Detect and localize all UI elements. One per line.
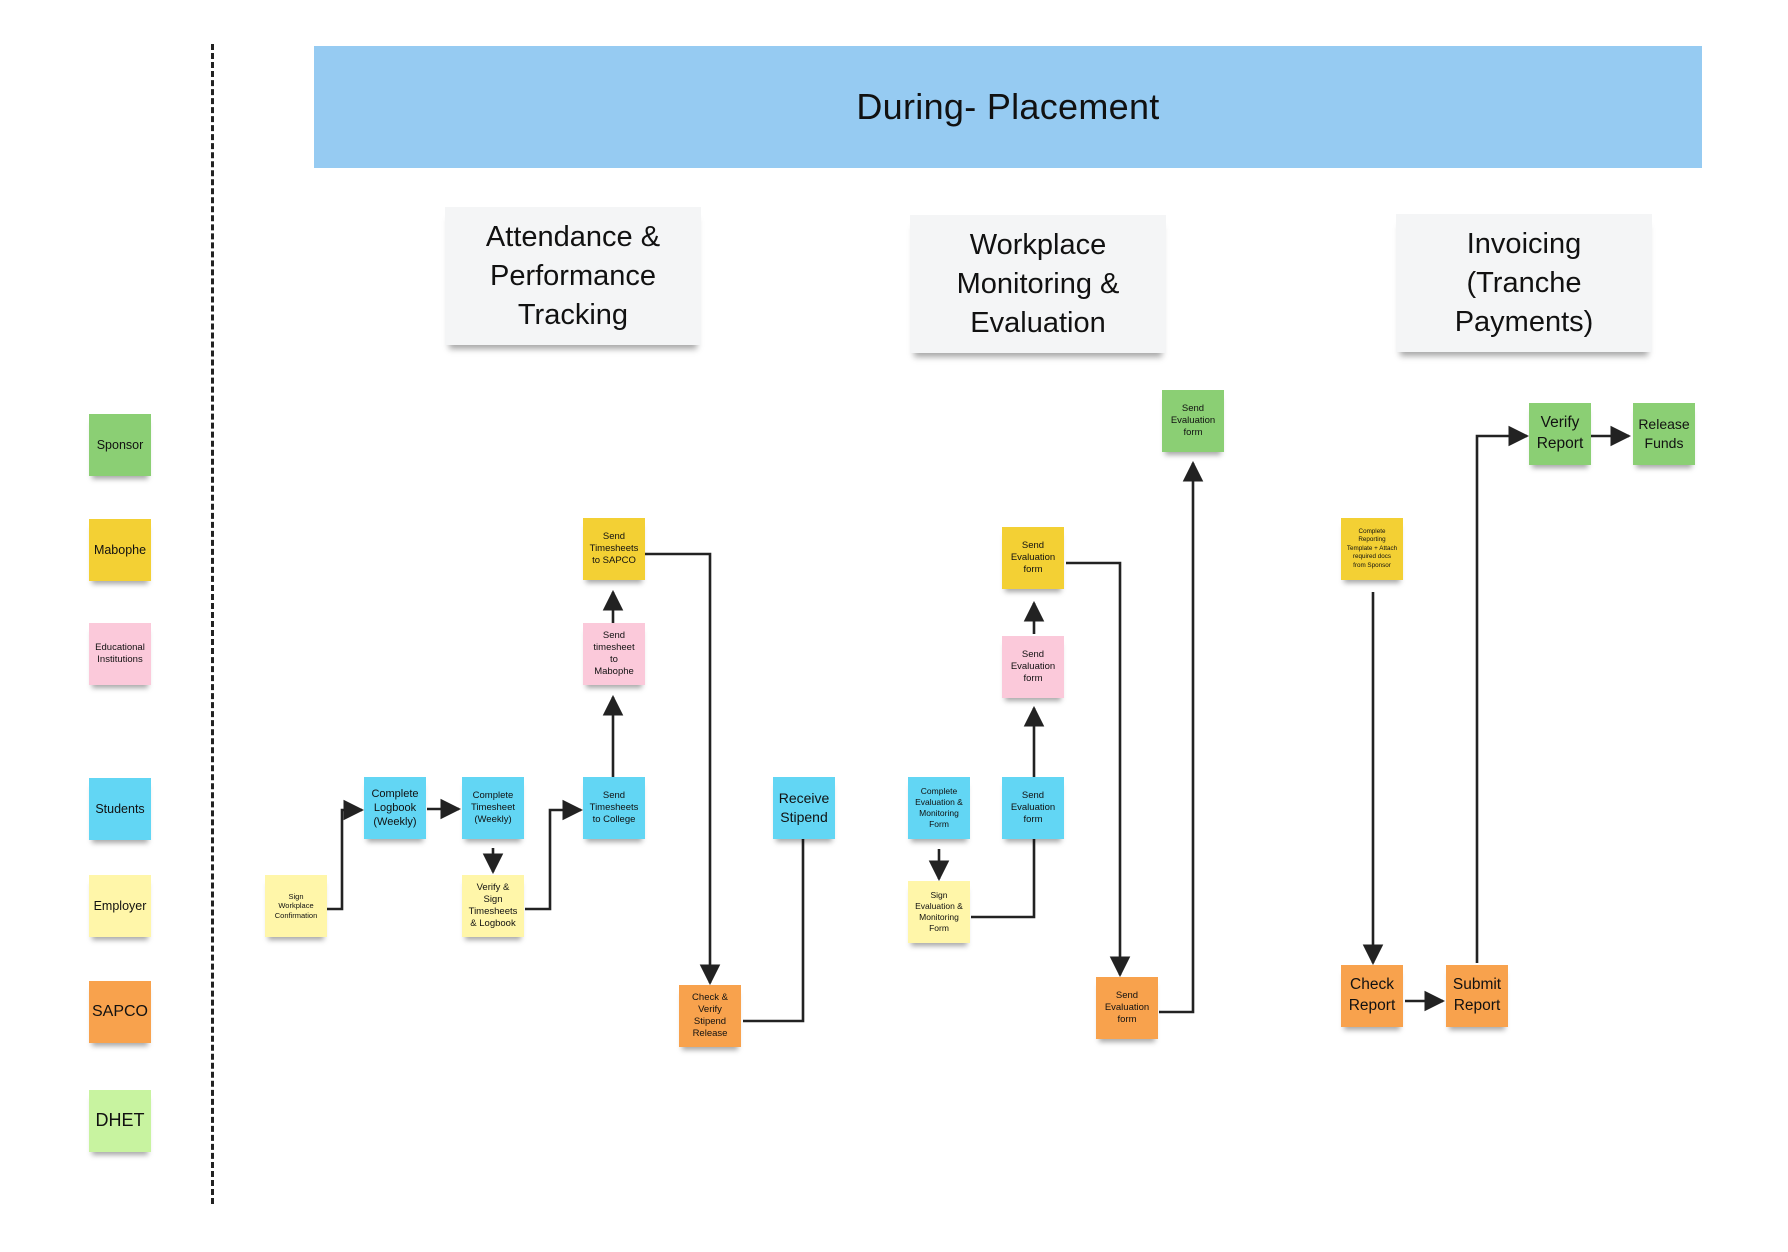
note-verify-report: Verify Report [1529,403,1591,465]
note-complete-evaluation-form: Complete Evaluation & Monitoring Form [908,777,970,839]
note-complete-reporting-template: Complete Reporting Template + Attach req… [1341,518,1403,580]
section-workplace-monitoring: Workplace Monitoring & Evaluation [910,215,1166,353]
note-receive-stipend: Receive Stipend [773,777,835,839]
note-send-evaluation-mabophe: Send Evaluation form [1002,527,1064,589]
note-check-report: Check Report [1341,965,1403,1027]
note-verify-sign-timesheets: Verify & Sign Timesheets & Logbook [462,875,524,937]
note-check-verify-stipend: Check & Verify Stipend Release [679,985,741,1047]
phase-banner: During- Placement [314,46,1702,168]
note-release-funds: Release Funds [1633,403,1695,465]
note-sign-evaluation-form: Sign Evaluation & Monitoring Form [908,881,970,943]
section-attendance-tracking: Attendance & Performance Tracking [445,207,701,345]
arrow-verify-to-college [525,799,584,911]
legend-educational-institutions: Educational Institutions [89,623,151,685]
note-send-evaluation-edu: Send Evaluation form [1002,636,1064,698]
note-sign-workplace-confirmation: Sign Workplace Confirmation [265,875,327,937]
arrow-sapco-to-sponsor [1159,460,1204,1014]
arrow-mabophe-to-sapco-eval [1066,561,1131,978]
legend-sponsor: Sponsor [89,414,151,476]
arrow-check-to-receive [743,814,814,1023]
note-complete-timesheet: Complete Timesheet (Weekly) [462,777,524,839]
section-invoicing: Invoicing (Tranche Payments) [1396,214,1652,352]
legend-dhet: DHET [89,1090,151,1152]
note-send-timesheets-sapco: Send Timesheets to SAPCO [583,518,645,580]
note-send-timesheets-college: Send Timesheets to College [583,777,645,839]
legend-sapco: SAPCO [89,981,151,1043]
note-submit-report: Submit Report [1446,965,1508,1027]
note-send-evaluation-student: Send Evaluation form [1002,777,1064,839]
legend-employer: Employer [89,875,151,937]
note-send-evaluation-sapco: Send Evaluation form [1096,977,1158,1039]
arrow-mabophe-to-sapco-check [645,552,721,986]
note-send-evaluation-sponsor: Send Evaluation form [1162,390,1224,452]
dashed-divider [211,44,214,1204]
legend-students: Students [89,778,151,840]
note-complete-logbook: Complete Logbook (Weekly) [364,777,426,839]
legend-mabophe: Mabophe [89,519,151,581]
note-send-timesheet-mabophe: Send timesheet to Mabophe [583,623,645,685]
arrow-submit-to-verify [1475,425,1530,963]
arrow-sign-to-logbook [327,799,365,911]
